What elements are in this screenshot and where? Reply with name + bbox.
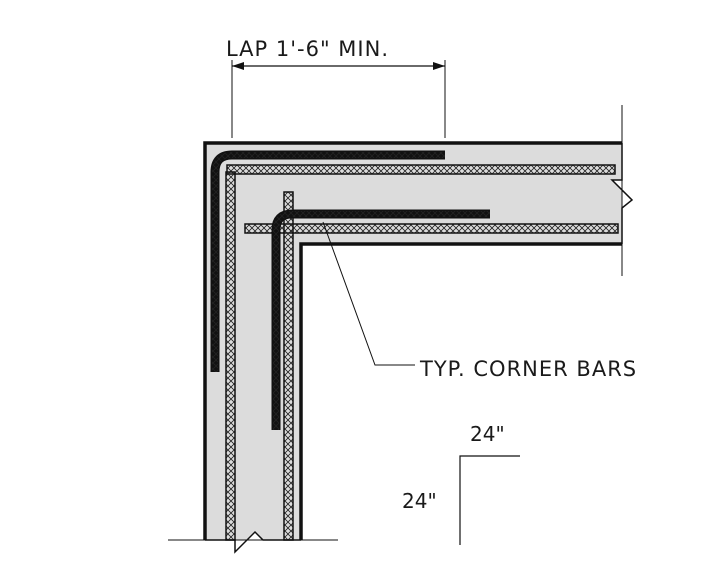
concrete-wall-section bbox=[205, 143, 622, 540]
outer-corner-bar-pattern bbox=[212, 152, 445, 372]
wall-outer-face bbox=[203, 141, 622, 540]
lap-label: LAP 1'-6" MIN. bbox=[226, 37, 389, 61]
wall-inner-face bbox=[299, 242, 622, 540]
corner-bars-label: TYP. CORNER BARS bbox=[419, 357, 637, 381]
outer-horizontal-bar bbox=[226, 164, 616, 175]
inner-corner-bar-outline bbox=[271, 209, 490, 430]
inner-vertical-bar bbox=[283, 191, 294, 541]
inner-horizontal-bar bbox=[244, 223, 619, 234]
leg-vertical-label: 24" bbox=[402, 489, 437, 513]
corner-bars-leader bbox=[322, 221, 415, 366]
corner-bar-key bbox=[459, 455, 520, 545]
inner-corner-bar-pattern bbox=[273, 211, 490, 430]
lap-dim-arrow-right bbox=[433, 62, 445, 70]
leg-horizontal-label: 24" bbox=[470, 422, 505, 446]
lap-dim-arrow-left bbox=[232, 62, 244, 70]
outer-vertical-bar bbox=[225, 171, 236, 541]
